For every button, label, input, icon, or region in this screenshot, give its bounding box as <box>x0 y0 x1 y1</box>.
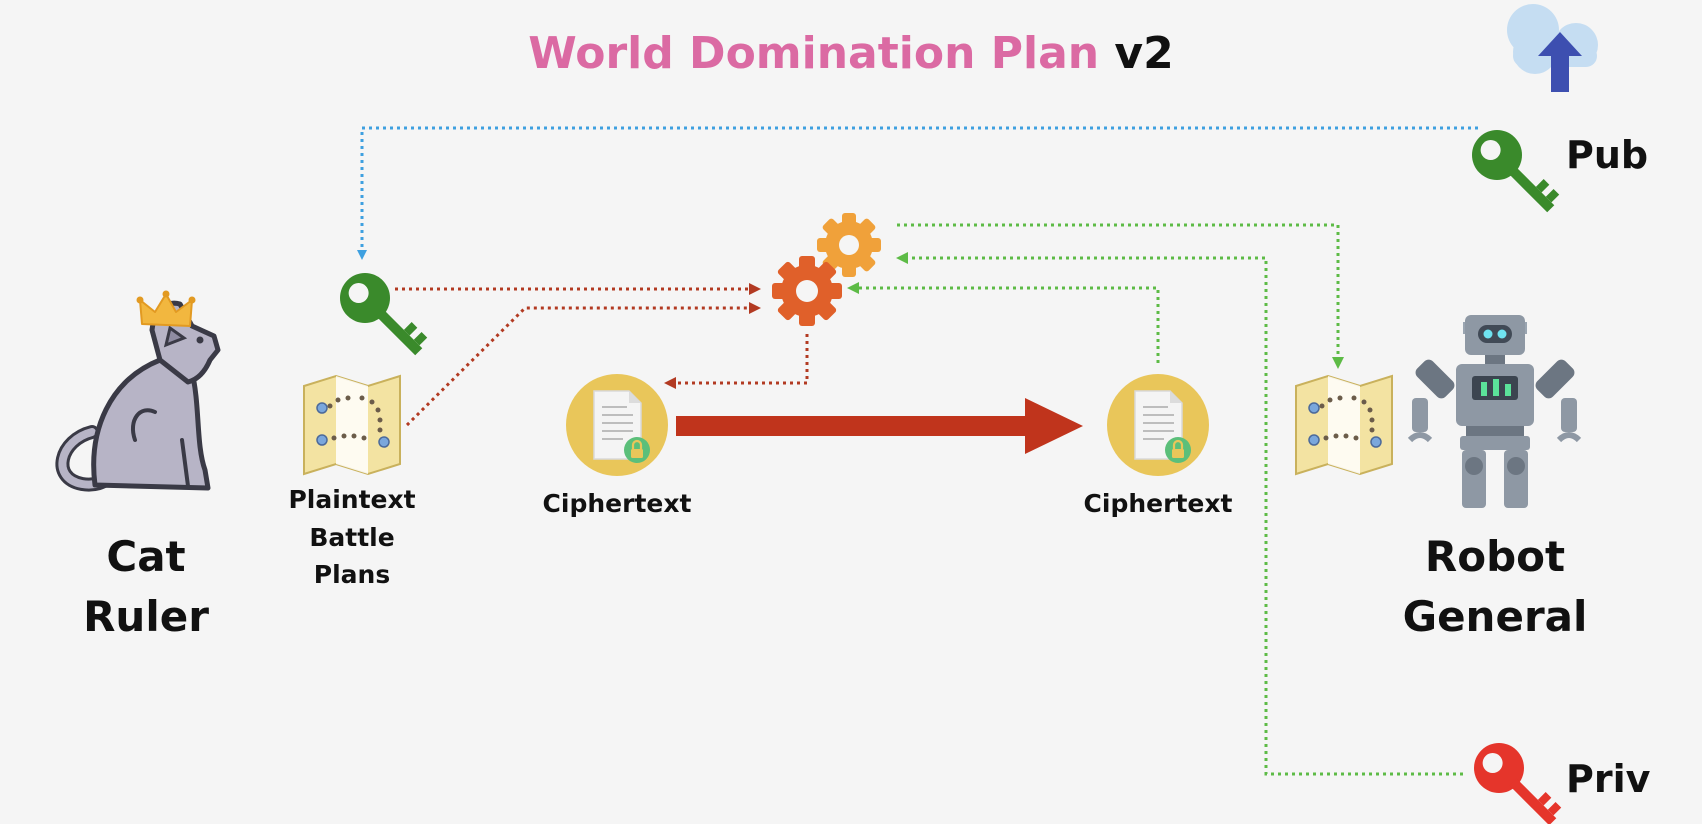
plaintext-line3: Plans <box>313 560 391 589</box>
plaintext-label: Plaintext Battle Plans <box>262 481 442 594</box>
cat-icon <box>55 290 221 492</box>
robot-general-label: Robot General <box>1395 527 1595 646</box>
title-main: World Domination Plan <box>528 28 1100 79</box>
priv-key-to-decrypt-line <box>896 252 1463 776</box>
pub-key-label: Pub <box>1566 133 1649 177</box>
ciphertext-right-icon <box>1107 374 1209 476</box>
encrypt-gear-icon <box>772 256 842 326</box>
decrypt-to-robot-map-line <box>897 223 1344 369</box>
plaintext-map-icon <box>303 374 401 476</box>
page-title: World Domination Plan v2 <box>0 28 1702 79</box>
cat-label-line1: Cat <box>106 532 186 581</box>
private-key-icon <box>1474 743 1562 824</box>
cat-ruler-label: Cat Ruler <box>66 527 226 646</box>
ciphertext-transfer-arrow <box>676 398 1083 454</box>
ciphertext-to-decrypt-line <box>847 282 1160 363</box>
robot-label-line2: General <box>1402 591 1588 641</box>
plaintext-line1: Plaintext <box>288 485 416 514</box>
robot-icon <box>1407 315 1582 508</box>
ciphertext-left-label: Ciphertext <box>542 489 692 518</box>
robot-label-line1: Robot <box>1424 532 1566 581</box>
cloud-upload-icon <box>1507 4 1598 92</box>
plaintext-line2: Battle <box>309 522 395 552</box>
cat-label-line2: Ruler <box>83 591 209 641</box>
encrypt-to-ciphertext-line <box>664 334 809 389</box>
ciphertext-right-label: Ciphertext <box>1083 489 1233 518</box>
decrypt-gear-icon <box>817 213 881 277</box>
ciphertext-left-icon <box>566 374 668 476</box>
decrypted-map-icon <box>1295 374 1393 476</box>
title-version: v2 <box>1114 28 1174 79</box>
pub-key-distribution-line <box>357 126 1478 260</box>
priv-key-label: Priv <box>1566 757 1651 801</box>
cat-side-public-key-icon <box>340 273 428 356</box>
public-key-icon <box>1472 130 1560 213</box>
